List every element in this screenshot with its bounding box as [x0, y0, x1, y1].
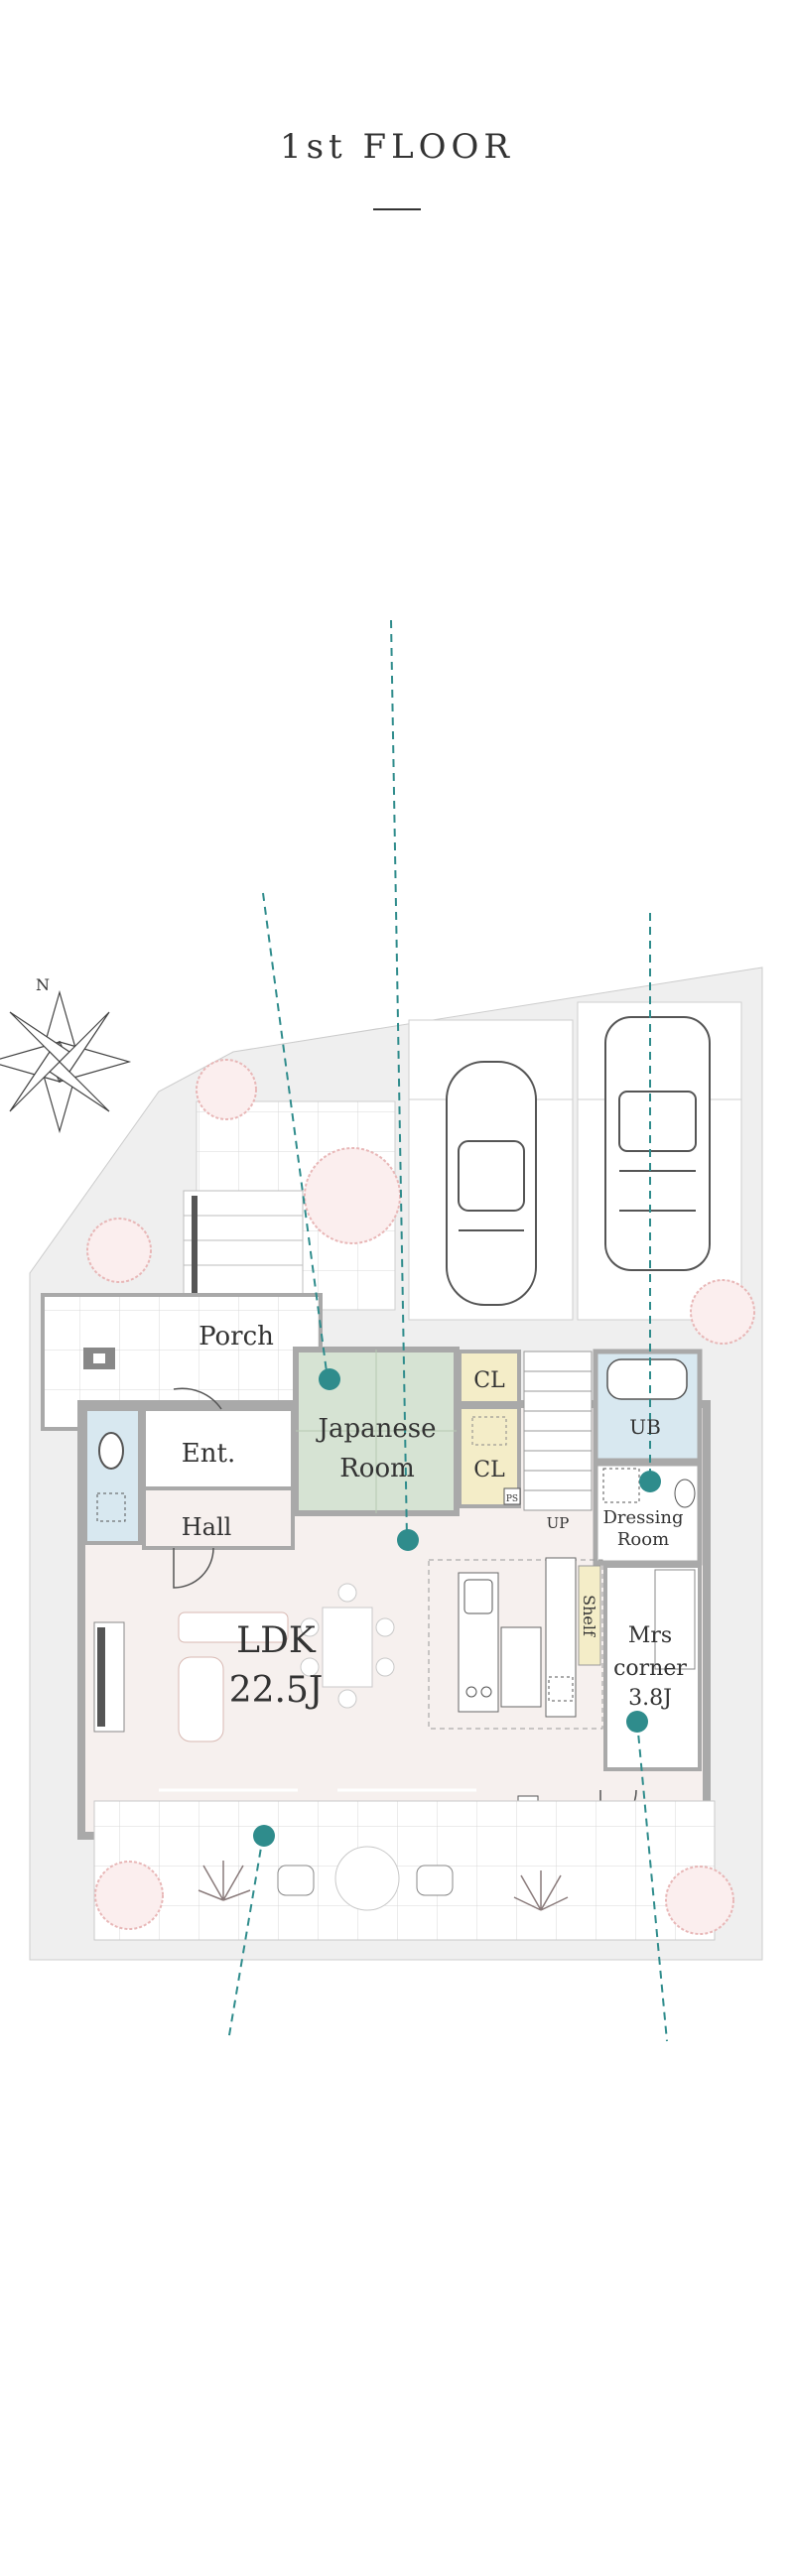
island-counter [500, 1626, 542, 1708]
hall-room [142, 1486, 295, 1550]
toilet-icon [98, 1432, 124, 1470]
room-label-japanese-2: Room [339, 1454, 415, 1483]
room-label-porch: Porch [198, 1322, 274, 1352]
entry-steps [183, 1190, 304, 1301]
kitchen-zone [428, 1559, 603, 1730]
room-label-mrs-2: corner [613, 1656, 687, 1681]
toilet-room [83, 1407, 142, 1545]
title-underline [373, 208, 421, 210]
room-label-cl-top: CL [473, 1368, 505, 1393]
viewpoint-japanese-room [319, 1368, 340, 1390]
room-label-dressing-2: Room [617, 1529, 669, 1550]
viewpoint-ldk [397, 1529, 419, 1551]
sink-icon [463, 1579, 493, 1614]
terrace [93, 1800, 716, 1941]
entrance-door-swing-icon [173, 1387, 222, 1410]
page-title: 1st FLOOR [279, 127, 515, 167]
stairs [523, 1351, 593, 1511]
room-label-ldk-2: 22.5J [229, 1670, 324, 1711]
viewpoint-lines [227, 619, 668, 2042]
room-label-dressing-1: Dressing [602, 1507, 683, 1528]
shrubs [86, 1059, 755, 1935]
room-label-cl-bottom: CL [473, 1458, 505, 1482]
room-label-ub: UB [629, 1415, 661, 1439]
viewpoint-markers [253, 1368, 661, 1847]
closet-top [458, 1350, 521, 1405]
entrance-room [142, 1407, 295, 1490]
pipe-space [503, 1487, 521, 1505]
room-label-mrs-3: 3.8J [628, 1686, 672, 1711]
car-van-icon [604, 1016, 711, 1271]
car-sedan-icon [446, 1061, 537, 1306]
terrace-chair-right-icon [416, 1865, 454, 1896]
room-label-ldk-1: LDK [236, 1620, 317, 1661]
room-label-up: UP [547, 1514, 570, 1532]
viewpoint-mrs-corner [626, 1711, 648, 1733]
plant-icon [198, 1861, 569, 1911]
terrace-table-icon [334, 1846, 400, 1911]
room-label-japanese-1: Japanese [316, 1414, 437, 1444]
shelf-unit [578, 1565, 601, 1666]
viewpoint-dressing [639, 1471, 661, 1492]
room-label-mrs-1: Mrs [628, 1623, 672, 1648]
terrace-chair-left-icon [277, 1865, 315, 1896]
bathtub-icon [606, 1358, 688, 1400]
compass-rose-icon [0, 989, 132, 1134]
kitchen-counter-right [545, 1557, 577, 1718]
sofa-icon [178, 1611, 289, 1643]
room-label-ps: PS [506, 1494, 518, 1504]
ottoman-icon [178, 1656, 224, 1742]
room-label-hall: Hall [182, 1513, 232, 1541]
compass-north-label: N [36, 975, 50, 994]
tv-icon [97, 1627, 105, 1727]
hall-door-swing-icon [173, 1547, 214, 1589]
room-label-shelf: Shelf [580, 1595, 598, 1637]
dining-table-icon [322, 1607, 373, 1688]
room-label-entrance: Ent. [182, 1439, 235, 1469]
viewpoint-terrace [253, 1825, 275, 1847]
washbasin-icon [674, 1479, 696, 1508]
